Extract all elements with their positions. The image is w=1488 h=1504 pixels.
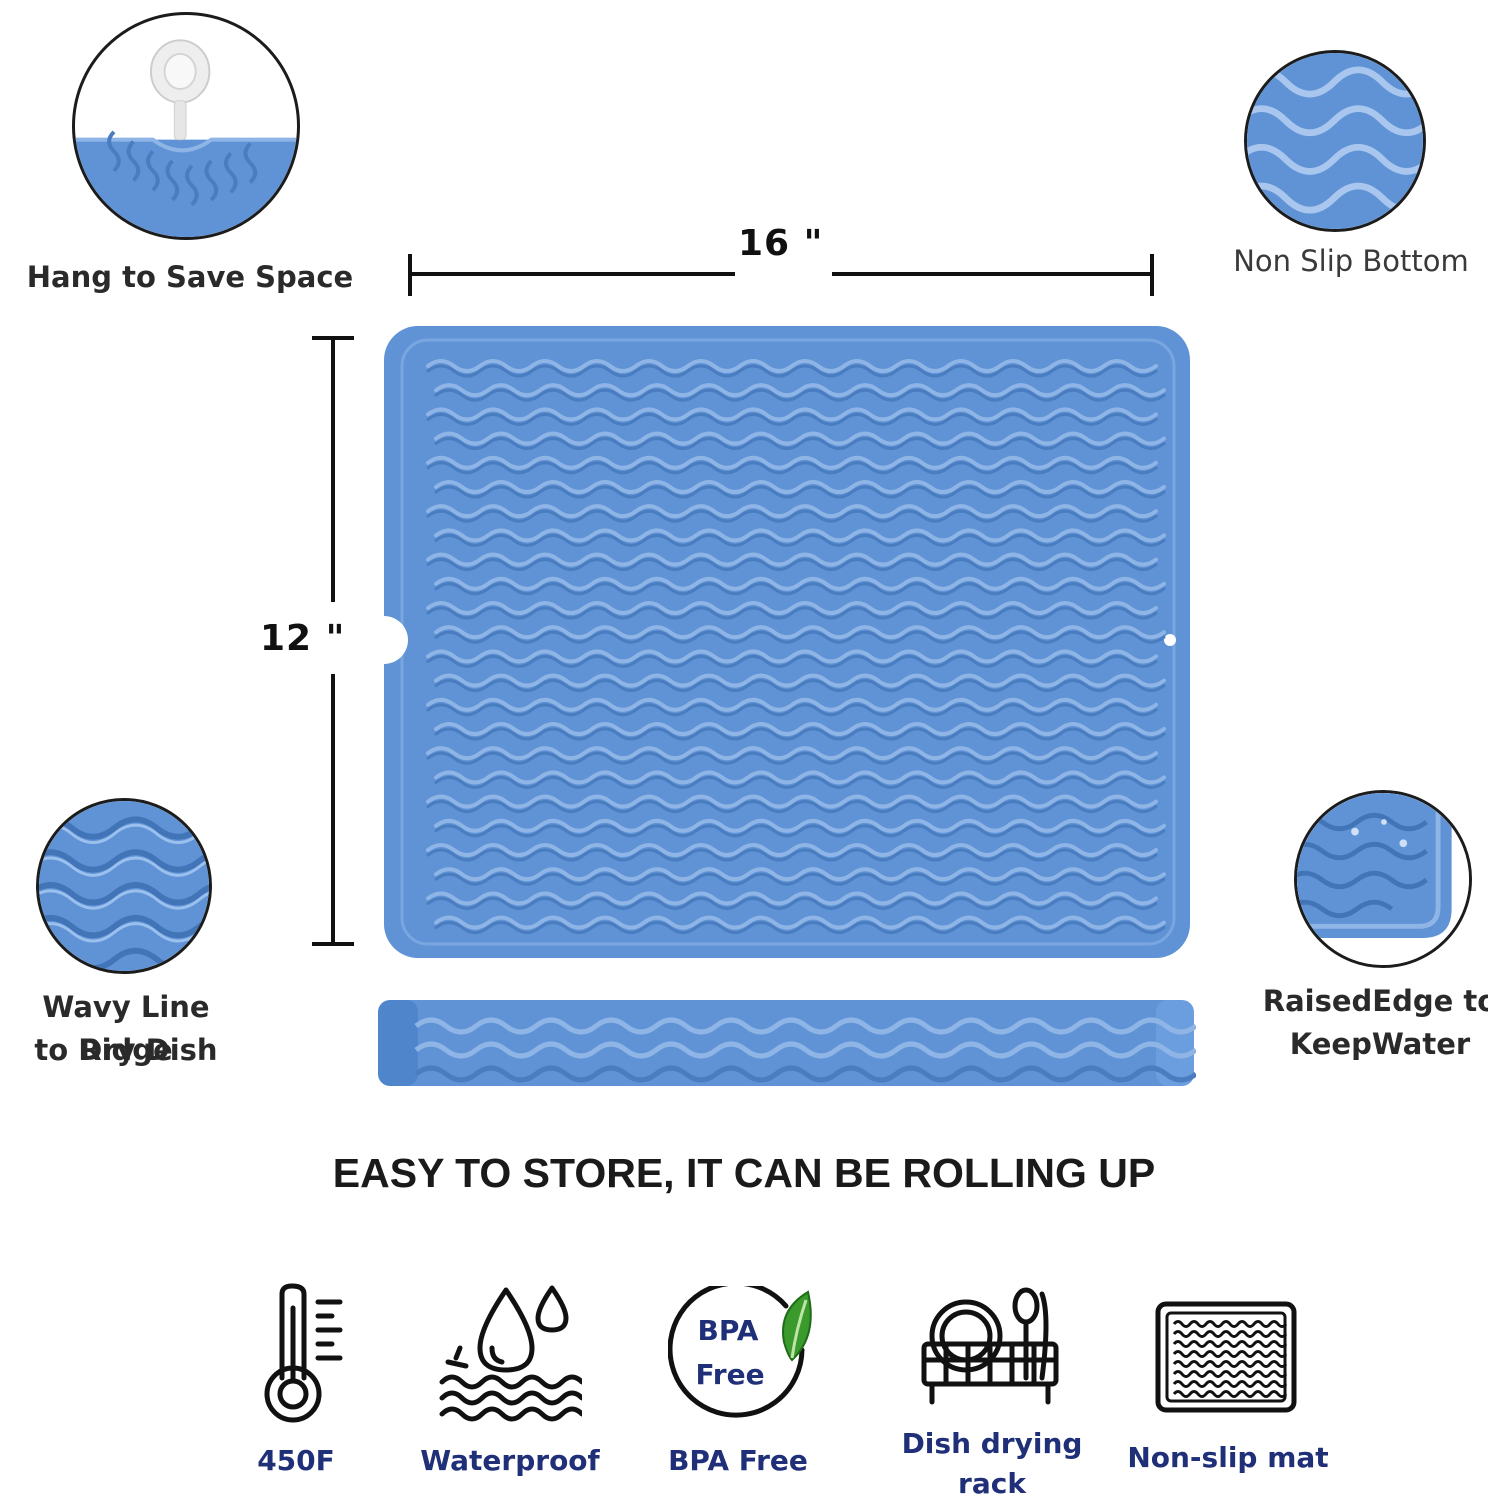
tagline: EASY TO STORE, IT CAN BE ROLLING UP — [332, 1150, 1156, 1196]
rolled-mat-image — [378, 1000, 1196, 1086]
dish-rack-icon — [921, 1287, 1059, 1405]
feature-label-bpa-free: BPA Free — [668, 1444, 808, 1477]
hang-detail-image — [72, 12, 300, 240]
feature-label-dish-rack-line1: Dish drying — [901, 1427, 1083, 1460]
water-drops-icon — [439, 1285, 582, 1422]
feature-label-dish-rack-line2: rack — [958, 1467, 1026, 1500]
raised-edge-caption-line2: KeepWater — [1289, 1027, 1471, 1061]
height-dimension-line — [312, 336, 354, 946]
width-dimension-line — [408, 254, 1154, 296]
feature-label-non-slip-mat: Non-slip mat — [1127, 1441, 1329, 1474]
height-label: 12 " — [260, 618, 346, 659]
bpa-badge-line1: BPA — [697, 1314, 759, 1347]
bpa-free-badge-icon — [668, 1286, 812, 1418]
thermometer-icon — [264, 1283, 343, 1423]
wavy-ridge-caption-line1: Wavy Line Ridge — [42, 990, 210, 1067]
wavy-ridge-caption-line2: to Dry Dish — [34, 1033, 218, 1067]
hang-caption: Hang to Save Space — [26, 260, 354, 294]
raised-edge-caption-line1: RaisedEdge to — [1262, 984, 1488, 1018]
drying-mat-image — [380, 326, 1190, 958]
feature-label-waterproof: Waterproof — [420, 1444, 600, 1477]
raised-edge-detail-image — [1294, 790, 1472, 968]
non-slip-caption: Non Slip Bottom — [1233, 244, 1469, 278]
bpa-badge-line2: Free — [695, 1358, 765, 1391]
width-label: 16 " — [738, 223, 824, 264]
mat-icon — [1155, 1301, 1297, 1413]
wavy-ridge-detail-image — [36, 798, 212, 974]
feature-label-450f: 450F — [257, 1444, 335, 1477]
non-slip-detail-image — [1244, 50, 1426, 232]
